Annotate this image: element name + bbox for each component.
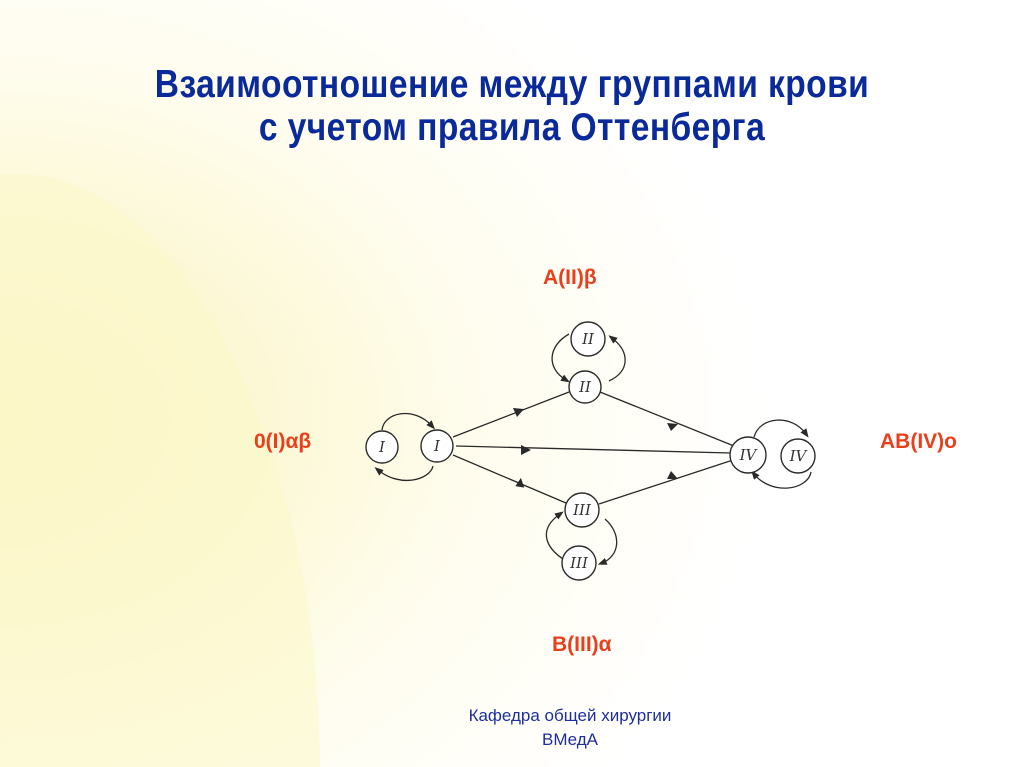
footer-institution: ВМедА xyxy=(541,730,599,749)
arrow-head xyxy=(667,423,678,431)
node-iv-right xyxy=(780,438,816,474)
node-iv-left xyxy=(729,436,767,474)
node-i-donor xyxy=(365,430,399,464)
node-i-recipient xyxy=(420,429,454,463)
node-iii-top xyxy=(564,492,600,528)
loop-arc-i-bottom xyxy=(374,465,434,481)
arrow-head xyxy=(515,477,525,488)
node-label: I xyxy=(378,438,386,456)
node-ii-top xyxy=(570,321,606,357)
slide-title-line-2: с учетом правила Оттенберга xyxy=(258,106,766,149)
edge-i-to-iv xyxy=(455,445,732,454)
node-label: II xyxy=(578,378,592,396)
edge-ii-to-iv xyxy=(599,391,735,447)
group-ab-label: AB(IV)o xyxy=(880,430,957,453)
node-label: IV xyxy=(739,446,759,464)
node-label: III xyxy=(569,554,589,572)
node-label: IV xyxy=(789,447,809,465)
loop-arc-ii-right xyxy=(608,335,626,382)
loop-arc-iii-left xyxy=(545,511,567,562)
slide-title-line-1: Взаимоотношение между группами крови xyxy=(154,63,870,106)
arrow-head xyxy=(513,408,524,417)
group-a-label: A(II)β xyxy=(543,266,597,289)
loop-arc-ii-left xyxy=(551,333,570,383)
node-iii-bottom xyxy=(561,545,597,581)
edge-i-to-iii xyxy=(452,454,567,504)
loop-arc-iv-top xyxy=(753,419,809,438)
node-ii-bottom xyxy=(568,370,602,404)
loop-arc-i-top xyxy=(381,412,436,431)
loop-arc-iv-bottom xyxy=(751,470,812,489)
loop-arc-iii-right xyxy=(597,518,618,565)
group-b-label: B(III)α xyxy=(552,633,612,656)
arrow-head xyxy=(667,471,678,479)
edge-iii-to-iv xyxy=(598,459,734,505)
group-0-label: 0(I)αβ xyxy=(254,430,312,453)
footer-department: Кафедра общей хирургии xyxy=(468,706,672,725)
edge-i-to-ii xyxy=(452,391,570,438)
arrow-head xyxy=(521,445,531,455)
node-label: I xyxy=(433,437,441,455)
node-label: III xyxy=(572,501,592,519)
node-label: II xyxy=(581,330,595,348)
